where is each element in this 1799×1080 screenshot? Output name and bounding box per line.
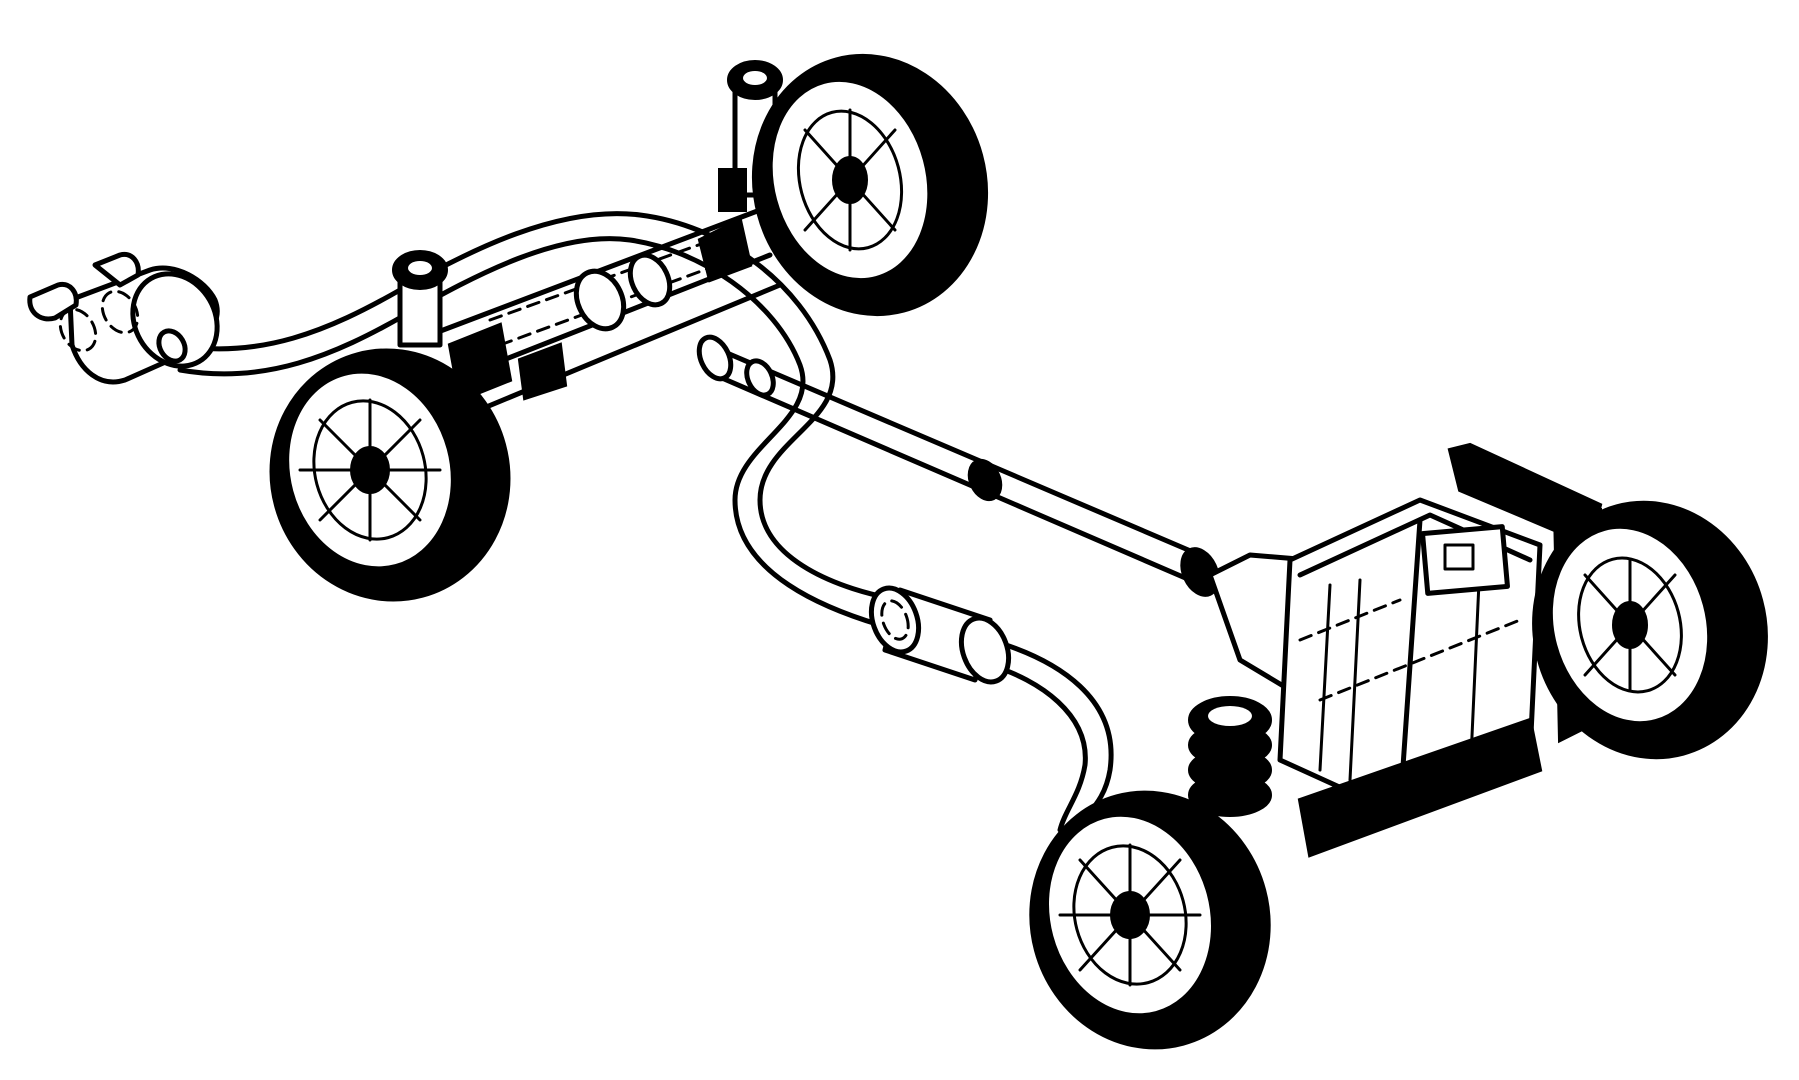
spring-front: [1188, 696, 1272, 817]
rear-muffler: [27, 251, 220, 385]
wheel-front-right: [1532, 500, 1768, 760]
spring-rear-left: [392, 250, 448, 348]
center-muffler: [868, 585, 1012, 685]
wheel-rear-left: [269, 348, 511, 602]
wheel-rear-right: [751, 53, 989, 317]
wheel-front-left: [1029, 790, 1271, 1050]
rear-axle: [427, 207, 783, 423]
drive-shaft: [696, 334, 1220, 597]
